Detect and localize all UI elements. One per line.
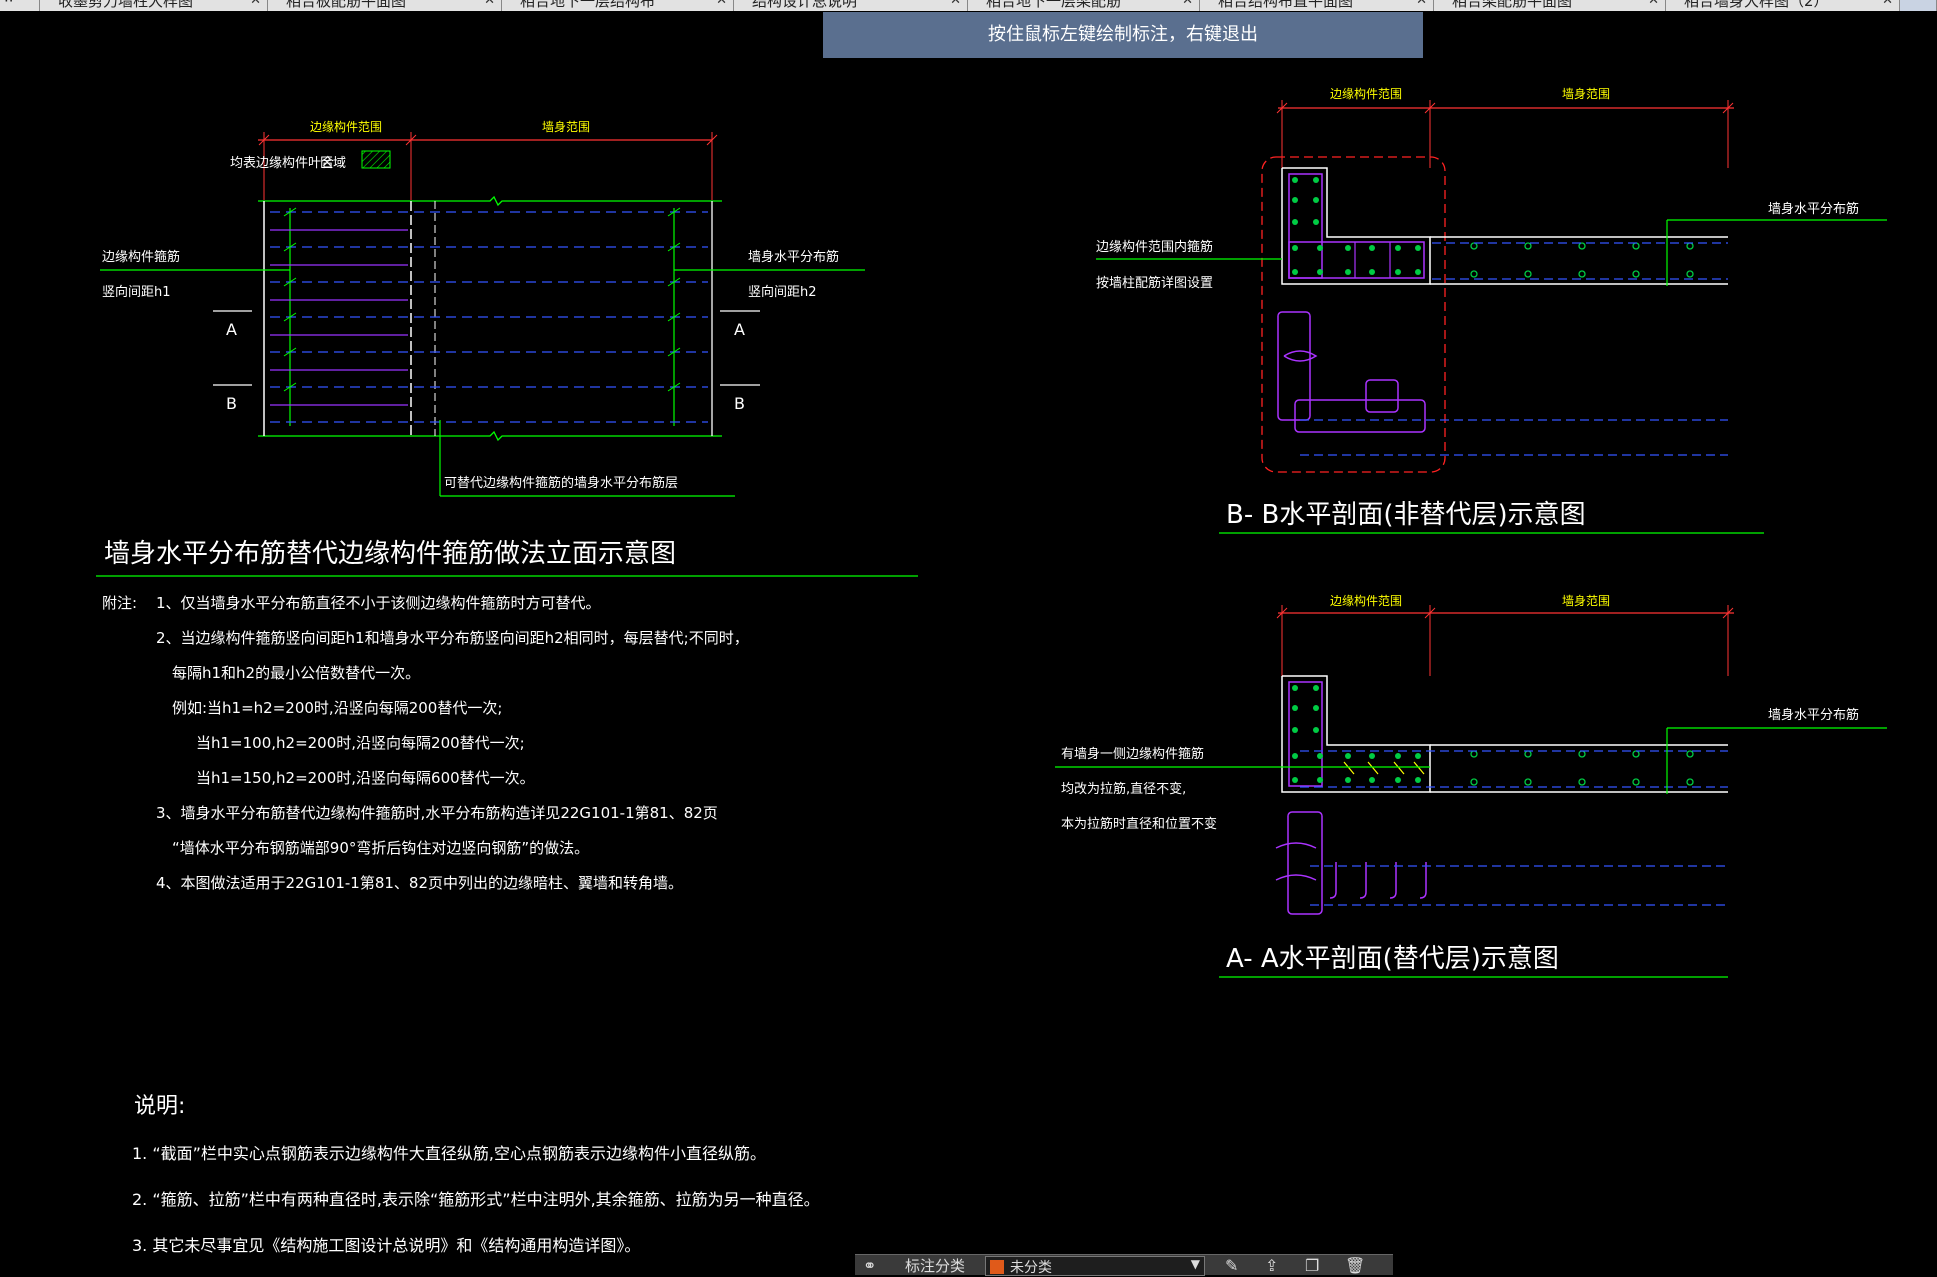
tab-b1-structure[interactable]: 相合地下一层结构布 ✕ (502, 0, 734, 11)
close-icon[interactable]: ✕ (250, 0, 261, 8)
close-icon[interactable]: ✕ (716, 0, 727, 8)
bb-dim-edge-label: 边缘构件范围 (1330, 87, 1403, 101)
tab-b1-beam[interactable]: 相合地下一层梁配筋 ✕ (968, 0, 1200, 11)
section-bb-diagram (1096, 100, 1887, 534)
left-label-1: 边缘构件箍筋 (102, 250, 181, 265)
aa-dim-wall-label: 墙身范围 (1562, 594, 1611, 608)
close-icon[interactable]: ✕ (484, 0, 495, 8)
elevation-title: 墙身水平分布筋替代边缘构件箍筋做法立面示意图 (104, 539, 677, 569)
note-line: 当h1=150,h2=200时,沿竖向每隔600替代一次。 (196, 769, 535, 787)
aa-left-label-2: 均改为拉筋,直径不变, (1061, 782, 1187, 797)
right-label-1: 墙身水平分布筋 (748, 250, 840, 265)
bb-dim-wall-label: 墙身范围 (1562, 87, 1611, 101)
tab-label: 相合墙身大样图（2） (1684, 0, 1829, 10)
tab-design-notes[interactable]: 结构设计总说明 ✕ (734, 0, 968, 11)
close-icon[interactable]: ✕ (950, 0, 961, 8)
aa-left-label-3: 本为拉筋时直径和位置不变 (1061, 817, 1218, 832)
section-bb-title: B- B水平剖面(非替代层)示意图 (1226, 500, 1586, 530)
aa-left-label-1: 有墙身一侧边缘构件箍筋 (1061, 747, 1205, 762)
notes-head: 附注: (102, 594, 138, 612)
note-line: 例如:当h1=h2=200时,沿竖向每隔200替代一次; (172, 699, 503, 717)
elevation-diagram (96, 132, 918, 577)
close-icon[interactable]: ✕ (1648, 0, 1659, 8)
explain-line: 3. 其它未尽事宜见《结构施工图设计总说明》和《结构通用构造详图》。 (132, 1236, 641, 1255)
tab-label: 相合地下一层结构布 (520, 0, 656, 10)
close-icon[interactable]: ✕ (1416, 0, 1427, 8)
delete-icon[interactable]: 🗑 (1345, 1256, 1366, 1275)
tab-shear-wall-detail[interactable]: 收墨剪力墙柱大样图 ✕ (40, 0, 268, 11)
tab-label: 相合结构布置平面图 (1218, 0, 1354, 10)
note-line: “墙体水平分布钢筋端部90°弯折后钩住对边竖向钢筋”的做法。 (172, 839, 590, 857)
tab-label: 收墨剪力墙柱大样图 (58, 0, 194, 10)
section-marker-b-left[interactable]: B (226, 394, 237, 413)
note-line: 2、当边缘构件箍筋竖向间距h1和墙身水平分布筋竖向间距h2相同时，每层替代;不同… (156, 629, 749, 647)
tab-label: 相合板配筋平面图 (286, 0, 407, 10)
explain-line: 1. “截面”栏中实心点钢筋表示边缘构件大直径纵筋,空心点钢筋表示边缘构件小直径… (132, 1144, 767, 1163)
aa-dim-edge-label: 边缘构件范围 (1330, 594, 1403, 608)
annotation-hint-banner: 按住鼠标左键绘制标注，右键退出 (823, 12, 1423, 58)
link-icon[interactable]: ⚭ (863, 1256, 877, 1275)
edit-icon[interactable]: ✎ (1225, 1256, 1239, 1275)
upload-icon[interactable]: ⇪ (1265, 1256, 1279, 1275)
annotation-category-select[interactable]: 未分类 ▼ (985, 1256, 1205, 1276)
tab-slab-plan[interactable]: 相合板配筋平面图 ✕ (268, 0, 502, 11)
elev-dim-edge-label: 边缘构件范围 (310, 120, 383, 134)
note-line: 3、墙身水平分布筋替代边缘构件箍筋时,水平分布筋构造详见22G101-1第81、… (156, 804, 718, 822)
tab-wall-detail-2[interactable]: 相合墙身大样图（2） ✕ (1666, 0, 1900, 11)
bb-right-label: 墙身水平分布筋 (1768, 202, 1860, 217)
note-line: 1、仅当墙身水平分布筋直径不小于该侧边缘构件箍筋时方可替代。 (156, 594, 601, 612)
bb-left-label-1: 边缘构件范围内箍筋 (1096, 240, 1214, 255)
section-marker-a-left[interactable]: A (226, 320, 237, 339)
tab-label: 结构设计总说明 (752, 0, 858, 10)
right-label-2: 竖向间距h2 (748, 285, 817, 300)
annotation-toolbar: ⚭ 标注分类 未分类 ▼ ✎ ⇪ ❐ 🗑 (855, 1254, 1393, 1276)
note-line: 当h1=100,h2=200时,沿竖向每隔200替代一次; (196, 734, 525, 752)
section-marker-b-right[interactable]: B (734, 394, 745, 413)
note-line: 每隔h1和h2的最小公倍数替代一次。 (172, 664, 421, 682)
selected-category: 未分类 (1010, 1260, 1052, 1276)
section-aa-title: A- A水平剖面(替代层)示意图 (1226, 944, 1559, 974)
annotation-category-label: 标注分类 (905, 1257, 966, 1275)
tab-overflow[interactable]: ·· (0, 0, 40, 11)
overlap-note: 均表边缘构件叶合 (230, 156, 335, 171)
bottom-leader-label: 可替代边缘构件箍筋的墙身水平分布筋层 (444, 476, 679, 491)
chevron-down-icon: ▼ (1190, 1257, 1200, 1271)
section-marker-a-right[interactable]: A (734, 320, 745, 339)
document-tab-bar: ·· 收墨剪力墙柱大样图 ✕ 相合板配筋平面图 ✕ 相合地下一层结构布 ✕ 结构设计总… (0, 0, 1937, 11)
hatch-label: 区域 (320, 156, 347, 171)
category-color-swatch (990, 1260, 1004, 1274)
explain-line: 2. “箍筋、拉筋”栏中有两种直径时,表示除“箍筋形式”栏中注明外,其余箍筋、拉… (132, 1190, 820, 1209)
tab-structure-layout[interactable]: 相合结构布置平面图 ✕ (1200, 0, 1434, 11)
note-line: 4、本图做法适用于22G101-1第81、82页中列出的边缘暗柱、翼墙和转角墙。 (156, 874, 684, 892)
elev-dim-wall-label: 墙身范围 (542, 120, 591, 134)
tab-label: ·· (4, 0, 14, 10)
tab-label: 相合梁配筋平面图 (1452, 0, 1573, 10)
aa-right-label: 墙身水平分布筋 (1768, 708, 1860, 723)
close-icon[interactable]: ✕ (1182, 0, 1193, 8)
section-aa-diagram (1055, 605, 1887, 978)
tab-label: 相合地下一层梁配筋 (986, 0, 1122, 10)
left-label-2: 竖向间距h1 (102, 285, 171, 300)
tab-beam-plan[interactable]: 相合梁配筋平面图 ✕ (1434, 0, 1666, 11)
explain-head: 说明: (134, 1094, 186, 1119)
copy-icon[interactable]: ❐ (1305, 1256, 1320, 1275)
bb-left-label-2: 按墙柱配筋详图设置 (1096, 276, 1214, 291)
hint-text: 按住鼠标左键绘制标注，右键退出 (988, 24, 1258, 45)
close-icon[interactable]: ✕ (1882, 0, 1893, 8)
